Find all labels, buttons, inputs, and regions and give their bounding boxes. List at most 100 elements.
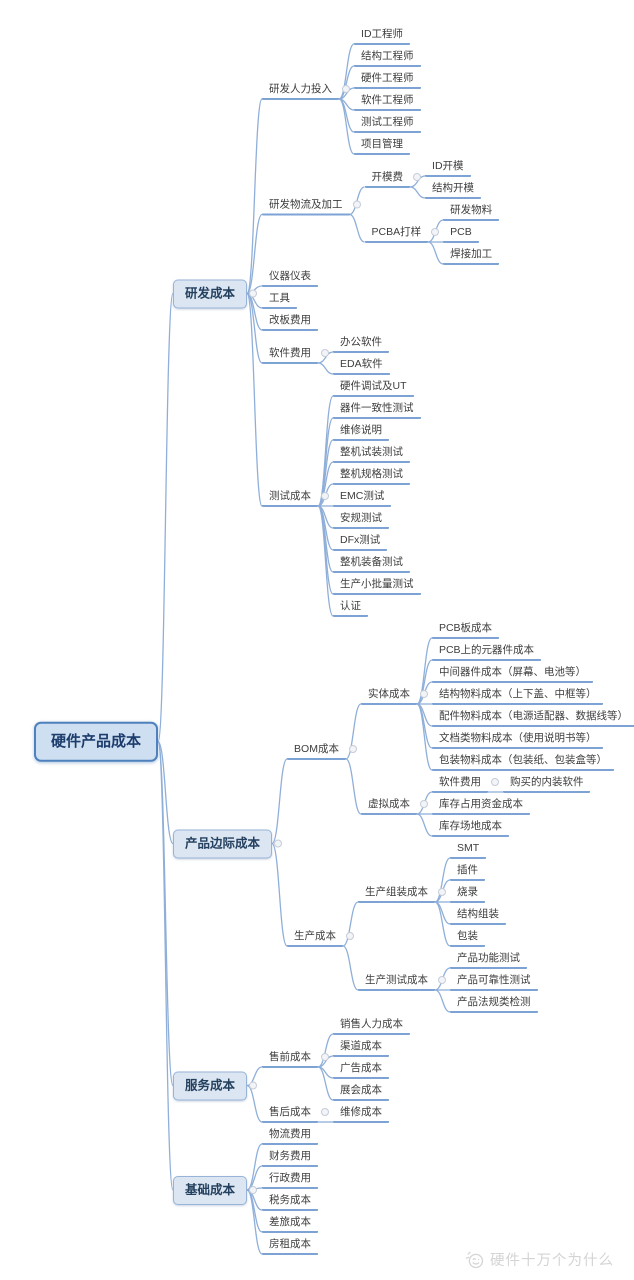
mindmap-node[interactable]: 硬件调试及UT — [333, 377, 414, 397]
mindmap-node[interactable]: 研发成本 — [173, 279, 258, 308]
collapse-indicator-circle[interactable] — [413, 173, 422, 181]
mindmap-node[interactable]: 器件一致性测试 — [333, 399, 421, 419]
mindmap-node[interactable]: EDA软件 — [333, 355, 390, 375]
mindmap-node[interactable]: 销售人力成本 — [333, 1015, 411, 1035]
mindmap-node[interactable]: 生产组装成本 — [358, 883, 447, 903]
mindmap-node[interactable]: 包装 — [450, 927, 486, 947]
mindmap-node[interactable]: 硬件工程师 — [354, 69, 421, 89]
mindmap-node[interactable]: 研发物流及加工 — [262, 196, 361, 216]
mindmap-node[interactable]: 改板费用 — [262, 311, 319, 331]
mindmap-node[interactable]: 焊接加工 — [443, 245, 500, 265]
mindmap-node[interactable]: 维修说明 — [333, 421, 390, 441]
collapse-indicator-circle[interactable] — [490, 778, 499, 786]
mindmap-node[interactable]: 维修成本 — [333, 1103, 390, 1123]
collapse-indicator-circle[interactable] — [249, 289, 258, 298]
collapse-indicator-circle[interactable] — [249, 1081, 258, 1090]
mindmap-node[interactable]: 产品功能测试 — [450, 949, 528, 969]
mindmap-node[interactable]: 广告成本 — [333, 1059, 390, 1079]
mindmap-node[interactable]: 生产测试成本 — [358, 971, 447, 991]
mindmap-node[interactable]: 软件工程师 — [354, 91, 421, 111]
collapse-indicator-circle[interactable] — [321, 349, 330, 357]
mindmap-node[interactable]: 工具 — [262, 289, 298, 309]
mindmap-node[interactable]: 产品法规类检测 — [450, 993, 538, 1013]
node-label: 库存场地成本 — [438, 820, 502, 832]
mindmap-node[interactable]: 软件费用 — [262, 344, 330, 364]
collapse-indicator-circle[interactable] — [321, 1108, 330, 1116]
mindmap-node[interactable]: 实体成本 — [360, 685, 428, 705]
mindmap-node[interactable]: 售前成本 — [262, 1048, 330, 1068]
mindmap-node[interactable]: 整机试装测试 — [333, 443, 411, 463]
mindmap-node[interactable]: 结构工程师 — [354, 47, 421, 67]
collapse-indicator-circle[interactable] — [321, 1053, 330, 1061]
mindmap-node[interactable]: 税务成本 — [262, 1191, 319, 1211]
mindmap-node[interactable]: ID工程师 — [354, 25, 411, 45]
collapse-indicator-circle[interactable] — [419, 690, 428, 698]
collapse-indicator-circle[interactable] — [352, 200, 361, 209]
collapse-indicator-circle[interactable] — [419, 800, 428, 808]
mindmap-node[interactable]: 办公软件 — [333, 333, 390, 353]
mindmap-node[interactable]: EMC测试 — [333, 487, 392, 507]
mindmap-branch: 软件工程师 — [354, 90, 421, 112]
collapse-indicator-circle[interactable] — [274, 839, 283, 848]
mindmap-node[interactable]: 认证 — [333, 597, 369, 617]
collapse-indicator-circle[interactable] — [438, 976, 447, 984]
mindmap-node[interactable]: 售后成本 — [262, 1103, 330, 1123]
mindmap-node[interactable]: 仪器仪表 — [262, 267, 319, 287]
mindmap-node[interactable]: 房租成本 — [262, 1235, 319, 1255]
mindmap-node[interactable]: 软件费用 — [431, 773, 499, 793]
mindmap-node[interactable]: 包装物料成本（包装纸、包装盒等） — [431, 751, 614, 771]
mindmap-node[interactable]: 文档类物料成本（使用说明书等） — [431, 729, 604, 749]
mindmap-node[interactable]: 研发人力投入 — [262, 80, 351, 100]
collapse-indicator-circle[interactable] — [321, 492, 330, 500]
node-label: 器件一致性测试 — [340, 402, 414, 414]
collapse-indicator-circle[interactable] — [346, 932, 355, 940]
mindmap-node[interactable]: 库存占用资金成本 — [431, 795, 530, 815]
collapse-indicator-circle[interactable] — [249, 1186, 258, 1194]
mindmap-node[interactable]: 插件 — [450, 861, 486, 881]
mindmap-node[interactable]: DFx测试 — [333, 531, 388, 551]
mindmap-node[interactable]: 物流费用 — [262, 1125, 319, 1145]
mindmap-node[interactable]: 展会成本 — [333, 1081, 390, 1101]
collapse-indicator-circle[interactable] — [348, 745, 357, 753]
collapse-indicator-circle[interactable] — [438, 888, 447, 896]
mindmap-node[interactable]: PCBA打样 — [364, 223, 440, 243]
mindmap-node[interactable]: 结构开模 — [425, 179, 482, 199]
mindmap-node[interactable]: 整机规格测试 — [333, 465, 411, 485]
mindmap-node[interactable]: 基础成本 — [173, 1175, 258, 1205]
mindmap-node[interactable]: 财务费用 — [262, 1147, 319, 1167]
mindmap-node[interactable]: SMT — [450, 839, 487, 859]
collapse-indicator-circle[interactable] — [342, 85, 351, 93]
mindmap-node[interactable]: 配件物料成本（电源适配器、数据线等） — [431, 707, 634, 727]
mindmap-node[interactable]: PCB板成本 — [431, 619, 500, 639]
mindmap-node[interactable]: 项目管理 — [354, 135, 411, 155]
mindmap-node[interactable]: 测试工程师 — [354, 113, 421, 133]
mindmap-node[interactable]: 整机装备测试 — [333, 553, 411, 573]
mindmap-node[interactable]: 结构物料成本（上下盖、中框等） — [431, 685, 604, 705]
mindmap-node[interactable]: 硬件产品成本 — [34, 721, 159, 762]
mindmap-node[interactable]: 产品边际成本 — [173, 829, 283, 858]
mindmap-node[interactable]: ID开模 — [425, 157, 471, 177]
mindmap-node[interactable]: 安规测试 — [333, 509, 390, 529]
mindmap-node[interactable]: 中间器件成本（屏幕、电池等） — [431, 663, 593, 683]
mindmap-node[interactable]: PCB — [443, 223, 479, 243]
mindmap-node[interactable]: 购买的内装软件 — [502, 773, 591, 793]
mindmap-node[interactable]: 差旅成本 — [262, 1213, 319, 1233]
node-label: 插件 — [457, 864, 479, 876]
mindmap-node[interactable]: 渠道成本 — [333, 1037, 390, 1057]
mindmap-node[interactable]: PCB上的元器件成本 — [431, 641, 542, 661]
mindmap-node[interactable]: 结构组装 — [450, 905, 507, 925]
mindmap-node[interactable]: 虚拟成本 — [360, 795, 428, 815]
mindmap-node[interactable]: 研发物料 — [443, 201, 500, 221]
mindmap-node[interactable]: 开模费 — [364, 168, 422, 188]
mindmap-node[interactable]: BOM成本 — [287, 740, 357, 760]
mindmap-node[interactable]: 产品可靠性测试 — [450, 971, 538, 991]
mindmap-node[interactable]: 库存场地成本 — [431, 817, 509, 837]
collapse-indicator-circle[interactable] — [431, 228, 440, 236]
mindmap-node[interactable]: 生产小批量测试 — [333, 575, 421, 595]
mindmap-node[interactable]: 生产成本 — [287, 927, 355, 947]
mindmap-node[interactable]: 测试成本 — [262, 487, 330, 507]
mindmap-node[interactable]: 服务成本 — [173, 1071, 258, 1100]
node-label: 测试工程师 — [361, 116, 414, 128]
mindmap-node[interactable]: 烧录 — [450, 883, 486, 903]
mindmap-node[interactable]: 行政费用 — [262, 1169, 319, 1189]
